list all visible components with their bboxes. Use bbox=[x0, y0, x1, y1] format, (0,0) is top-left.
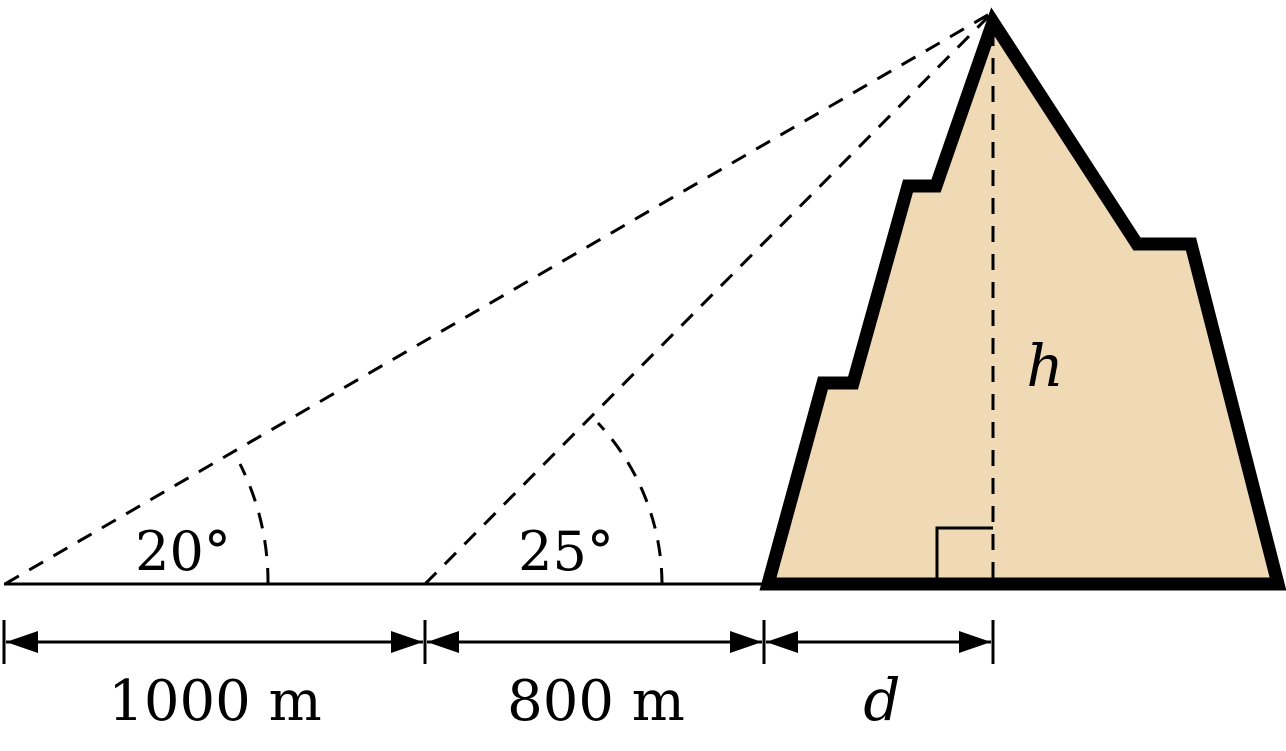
angle-arc-25 bbox=[596, 421, 664, 585]
right-angle-marker bbox=[935, 526, 993, 584]
angle-label-25: 25° bbox=[518, 520, 614, 583]
angle-label-20: 20° bbox=[135, 520, 231, 583]
arrowhead-right-1 bbox=[391, 631, 423, 653]
sightline-far bbox=[4, 10, 994, 586]
angle-arc-20 bbox=[238, 463, 270, 585]
sightline-near bbox=[423, 10, 995, 586]
distance-label-d: d bbox=[863, 666, 900, 734]
mountain-shape bbox=[759, 7, 1286, 591]
distance-label-800: 800 m bbox=[507, 669, 685, 734]
arrowhead-right-3 bbox=[959, 631, 991, 653]
arrowhead-left-2 bbox=[427, 631, 459, 653]
arrowhead-right-2 bbox=[730, 631, 762, 653]
arrowhead-left-1 bbox=[6, 631, 38, 653]
arrowhead-left-3 bbox=[766, 631, 798, 653]
height-label: h bbox=[1026, 332, 1063, 400]
distance-label-1000: 1000 m bbox=[108, 669, 321, 734]
